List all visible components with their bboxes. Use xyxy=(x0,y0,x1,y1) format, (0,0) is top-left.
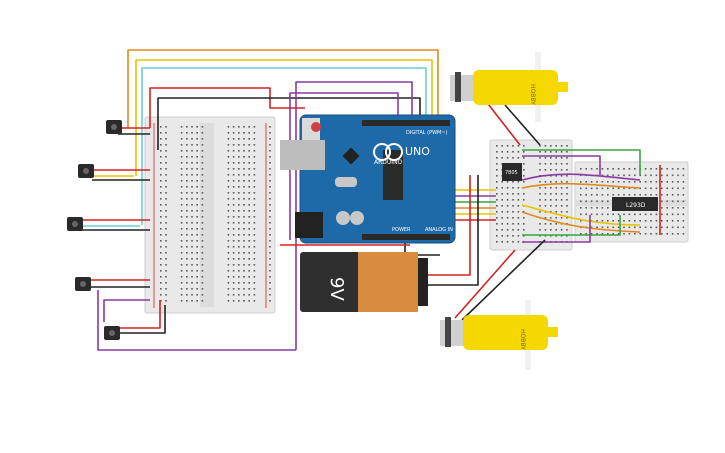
regulator: 7805 xyxy=(502,163,522,181)
motor-bottom-label: HOBBY xyxy=(519,329,526,350)
breadboard-left-holes xyxy=(160,126,271,302)
motor-top-label: HOBBY xyxy=(529,84,536,105)
analog-label: ANALOG IN xyxy=(425,227,453,233)
digital-label: DIGITAL (PWM~) xyxy=(406,130,448,136)
model-label: UNO xyxy=(405,145,430,158)
l293d-label: L293D xyxy=(626,202,646,209)
power-jack xyxy=(295,212,323,238)
motor-bottom: HOBBY xyxy=(440,300,558,370)
usb-port xyxy=(280,140,325,170)
ir-sensor-1 xyxy=(106,120,122,134)
ir-sensor-4 xyxy=(75,277,91,291)
power-label: POWER xyxy=(392,227,411,233)
l293d-chip: L293D xyxy=(612,197,658,211)
arduino-uno: UNO ARDUINO DIGITAL (PWM~) POWER ANALOG … xyxy=(280,114,456,244)
breadboard-left xyxy=(144,116,276,314)
regulator-label: 7805 xyxy=(505,170,518,176)
battery-label: 9V xyxy=(326,277,347,301)
ir-sensor-5 xyxy=(104,326,120,340)
brand-label: ARDUINO xyxy=(374,159,403,166)
atmega-chip xyxy=(383,150,403,200)
analog-header xyxy=(362,234,450,240)
ir-sensor-3 xyxy=(67,217,83,231)
digital-header xyxy=(362,120,450,126)
ir-sensor-2 xyxy=(78,164,94,178)
battery-9v: 9V xyxy=(300,252,428,312)
motor-top: HOBBY xyxy=(450,52,568,122)
